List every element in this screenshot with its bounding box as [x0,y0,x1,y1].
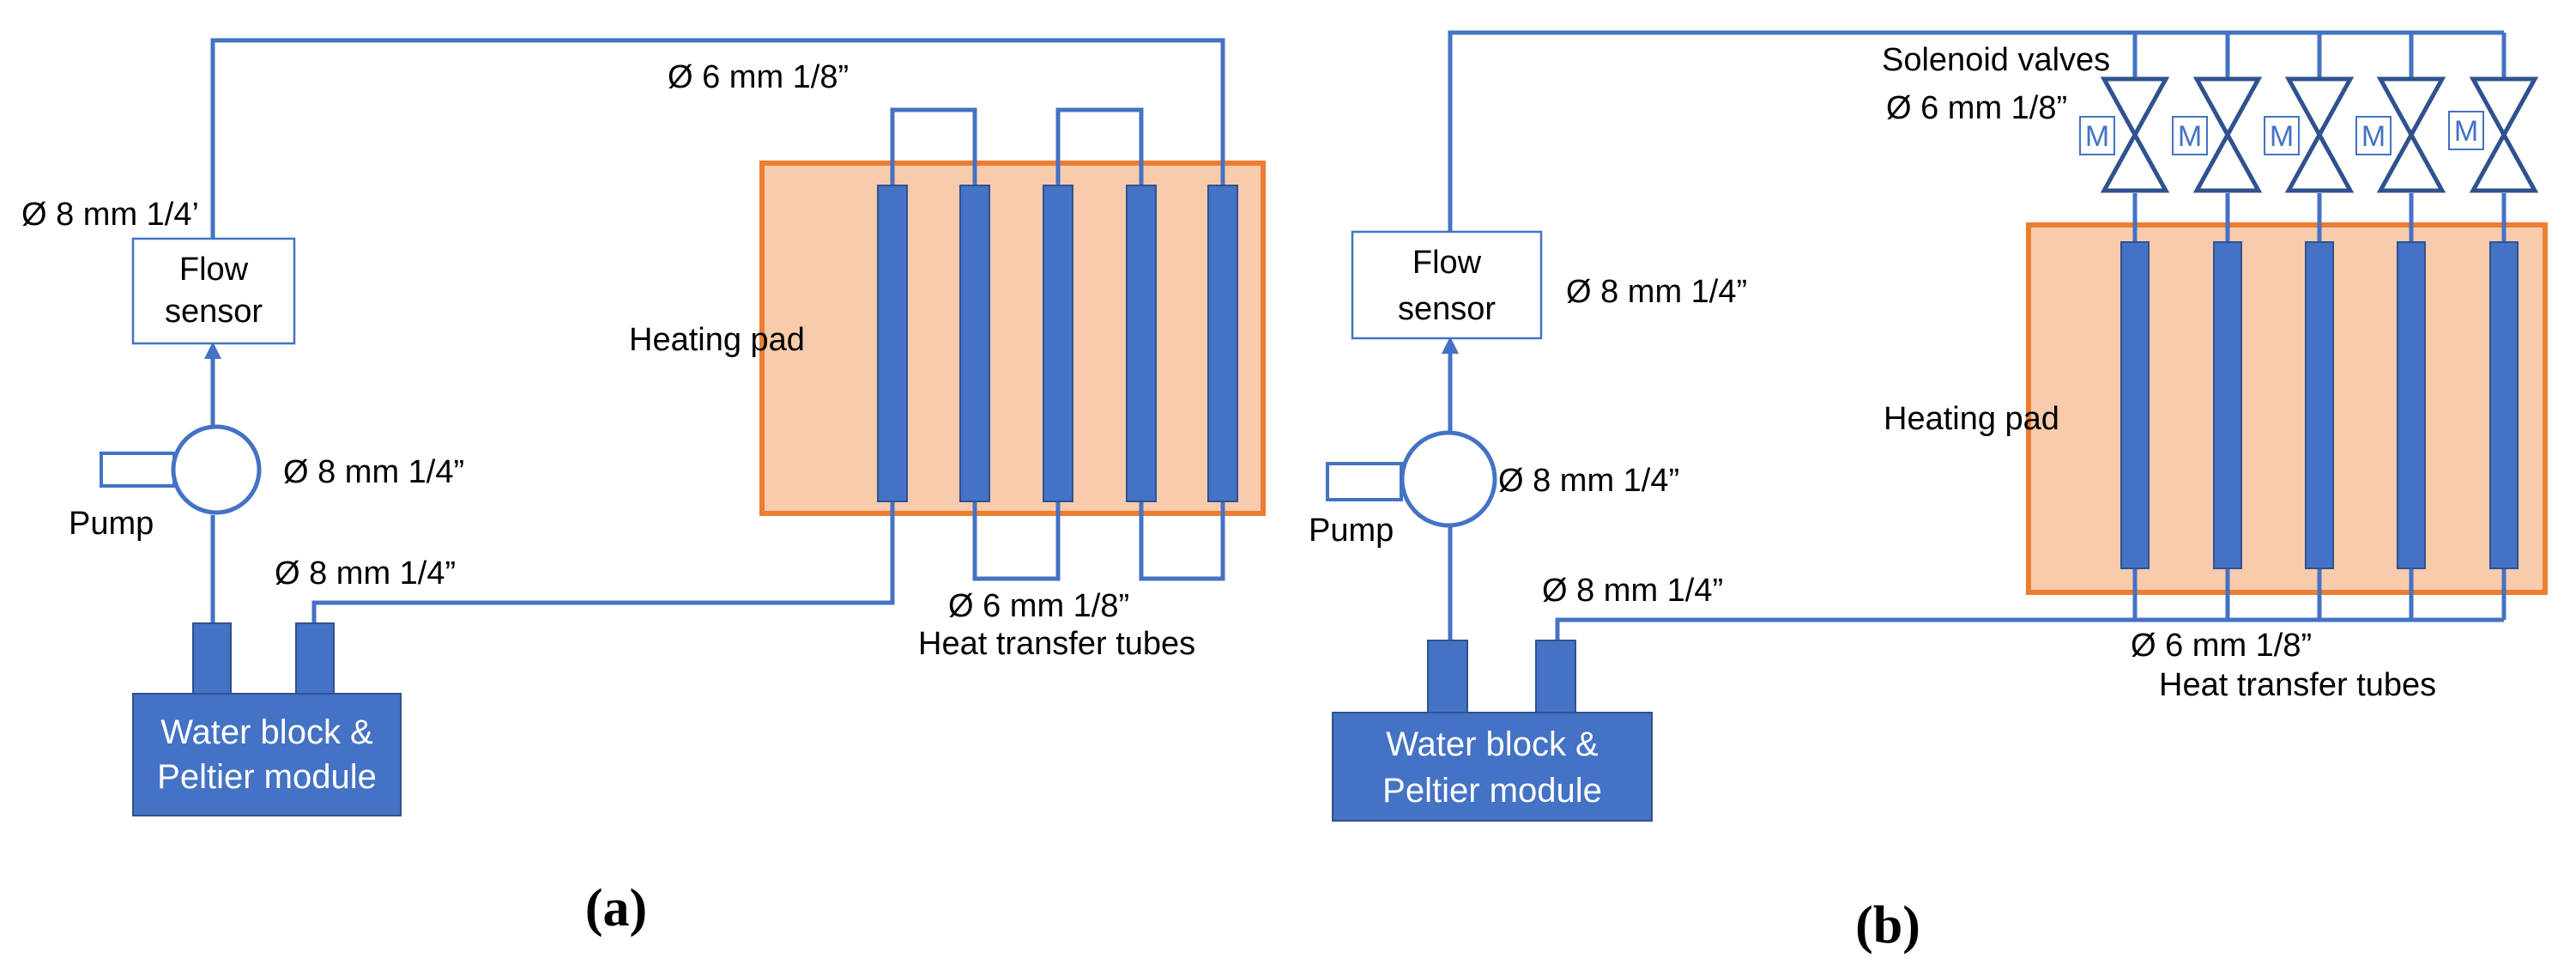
water-block-label-2-a: Peltier module [157,758,377,796]
arrow-head-b [1442,337,1459,354]
water-block-outlet-left-a [192,622,232,696]
pump-label-b: Pump [1309,513,1394,549]
water-block-outlet-left-b [1427,640,1468,715]
tube-connector-label-b: Ø 6 mm 1/8” [2131,628,2312,664]
heat-tube-a-4 [1126,185,1157,502]
connector-bottom-1-a [972,502,1061,581]
pipe-return-b [1555,617,2504,642]
flow-sensor-label-2-a: sensor [165,294,263,330]
solenoid-valve-5-b: M [2448,76,2539,193]
connector-bottom-2-a [1139,502,1225,581]
solenoid-valve-4-b: M [2355,76,2446,193]
water-block-outlet-right-a [295,622,335,696]
solenoid-valve-1-b: M [2079,76,2170,193]
flow-sensor-a [131,237,296,345]
panel-label-b: (b) [1855,896,1920,955]
heating-pad-b [2026,222,2548,595]
valve-marker-4-b: M [2361,120,2386,153]
water-block-label-1-b: Water block & [1386,725,1599,763]
water-block-outlet-right-b [1535,640,1576,715]
valve-marker-3-b: M [2270,120,2294,153]
valves-label-b: Solenoid valves [1882,42,2110,78]
tubes-label-b: Heat transfer tubes [2159,667,2436,703]
heat-tube-b-2 [2213,241,2242,569]
solenoid-valve-2-b: M [2172,76,2263,193]
water-block-label-2-b: Peltier module [1382,772,1602,810]
flow-sensor-label-1-a: Flow [179,252,249,288]
panel-a: Flow sensor Pump Water block & Peltier m… [21,38,1266,938]
pipe-top-label-a: Ø 6 mm 1/8” [668,59,849,95]
panel-label-a: (a) [585,879,647,938]
flow-sensor-b [1351,230,1543,340]
flow-sensor-label-1-b: Flow [1412,245,1482,281]
panel-b: M M M M M Flow sensor Pump [1309,30,2548,955]
heating-pad-label-a: Heating pad [629,322,805,358]
heating-pad-label-b: Heating pad [1884,401,2059,437]
heat-tube-a-5 [1207,185,1238,502]
pump-inlet-b [1326,462,1403,501]
heat-tube-b-4 [2397,241,2426,569]
tube-connector-label-a: Ø 6 mm 1/8” [948,588,1129,624]
heat-tube-a-1 [877,185,908,502]
pump-label-a: Pump [69,506,154,542]
pump-a [171,424,262,515]
tubes-label-a: Heat transfer tubes [918,626,1195,662]
heat-tube-a-2 [959,185,990,502]
heat-tube-a-3 [1043,185,1073,502]
water-block-a [132,693,402,816]
pipe-top-manifold-b [1448,30,2504,234]
pipe-left-label-a: Ø 8 mm 1/4’ [21,197,199,233]
solenoid-valve-3-b: M [2264,76,2355,193]
pipe-return-a [311,502,895,623]
pump-b [1400,430,1497,528]
heat-tube-b-1 [2120,241,2150,569]
flow-outlet-label-b: Ø 8 mm 1/4” [1566,274,1747,310]
flow-sensor-label-2-b: sensor [1398,291,1496,327]
return-pipe-label-a: Ø 8 mm 1/4” [275,555,456,592]
pump-outlet-label-b: Ø 8 mm 1/4” [1498,463,1679,499]
pump-outlet-label-a: Ø 8 mm 1/4” [283,454,464,490]
connector-top-1-a [890,107,977,185]
pipe-top-loop-a [210,38,1225,240]
water-block-b [1332,712,1653,822]
return-pipe-label-b: Ø 8 mm 1/4” [1542,573,1723,609]
valve-marker-1-b: M [2085,120,2109,153]
heat-tube-b-5 [2489,241,2519,569]
pump-inlet-a [100,452,176,488]
valve-marker-2-b: M [2178,120,2202,153]
valve-marker-5-b: M [2454,115,2478,148]
water-block-label-1-a: Water block & [160,713,373,751]
arrow-head-a [204,342,221,359]
valve-pipe-label-b: Ø 6 mm 1/8” [1886,90,2067,126]
heating-pad-a [759,161,1266,516]
heat-tube-b-3 [2305,241,2334,569]
connector-top-2-a [1055,107,1144,185]
